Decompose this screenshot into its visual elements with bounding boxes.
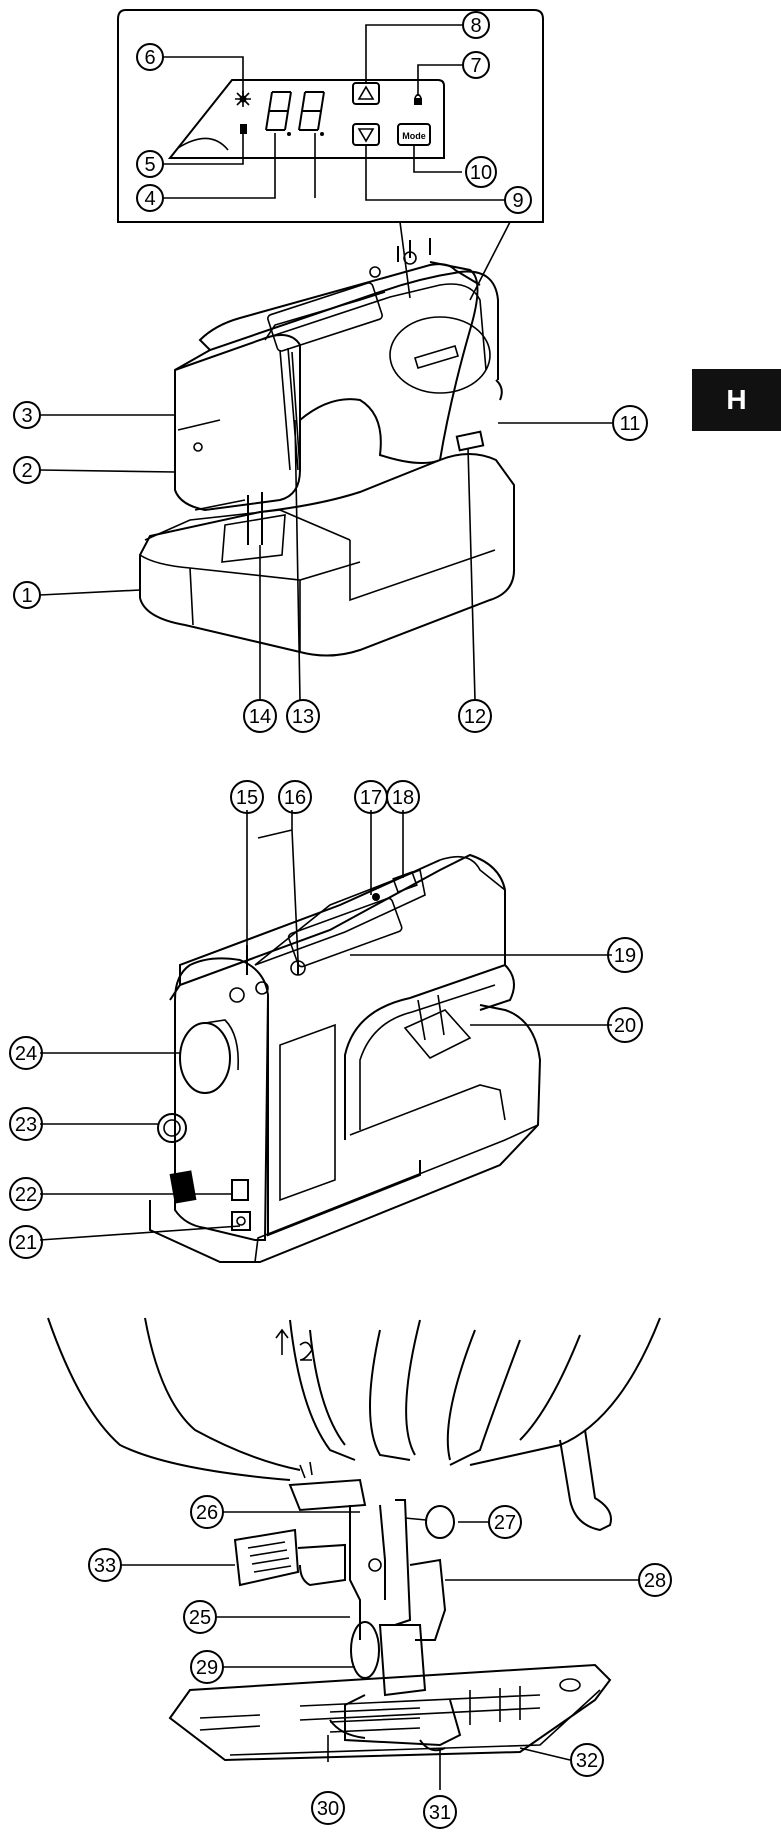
callout-16: 16: [278, 780, 312, 814]
svg-text:17: 17: [360, 787, 382, 809]
callout-26: 26: [190, 1495, 224, 1529]
svg-text:10: 10: [470, 162, 492, 184]
callout-20: 20: [607, 1007, 643, 1043]
callout-22: 22: [9, 1177, 43, 1211]
lock-icon: [414, 93, 422, 105]
presser-foot-detail: 26 27 33 28 25 29 32 30 31: [47, 1317, 672, 1829]
svg-text:25: 25: [189, 1607, 211, 1629]
callout-17: 17: [354, 780, 388, 814]
svg-text:29: 29: [196, 1657, 218, 1679]
base: [139, 453, 516, 657]
callout-27: 27: [488, 1505, 522, 1539]
svg-text:18: 18: [392, 787, 414, 809]
arm: [174, 390, 441, 512]
svg-text:21: 21: [15, 1232, 37, 1254]
inset-frame: [117, 9, 544, 223]
callout-4: 4: [136, 184, 164, 212]
svg-text:2: 2: [21, 460, 32, 482]
callout-31: 31: [423, 1795, 457, 1829]
svg-text:20: 20: [614, 1015, 636, 1037]
svg-text:26: 26: [196, 1502, 218, 1524]
panel-curve: [177, 137, 229, 151]
callout-2: 2: [13, 456, 41, 484]
callout-18: 18: [386, 780, 420, 814]
presser-foot-icon: [240, 124, 247, 134]
callout-3: 3: [13, 401, 41, 429]
seven-segment-display: [265, 91, 325, 136]
callout-1: 1: [13, 581, 41, 609]
callout-7: 7: [462, 51, 490, 79]
svg-text:15: 15: [236, 787, 258, 809]
hand-wheel: [179, 1022, 231, 1094]
callout-14: 14: [243, 699, 277, 733]
callout-5: 5: [136, 150, 164, 178]
svg-text:33: 33: [94, 1555, 116, 1577]
svg-text:6: 6: [144, 47, 155, 69]
panel-face: [167, 79, 445, 159]
svg-text:16: 16: [284, 787, 306, 809]
svg-text:5: 5: [144, 154, 155, 176]
callout-29: 29: [190, 1650, 224, 1684]
start-stop-button: [455, 430, 485, 452]
up-button[interactable]: [352, 82, 380, 105]
callout-13: 13: [286, 699, 320, 733]
callout-23: 23: [9, 1107, 43, 1141]
svg-text:11: 11: [620, 413, 641, 435]
rear-base: [149, 1004, 542, 1263]
down-button[interactable]: [352, 123, 380, 146]
svg-text:12: 12: [464, 706, 486, 728]
svg-text:1: 1: [21, 585, 32, 607]
svg-text:8: 8: [470, 15, 481, 37]
callout-9: 9: [504, 186, 532, 214]
callout-32: 32: [570, 1743, 604, 1777]
svg-text:31: 31: [429, 1802, 451, 1824]
section-tab-label: H: [726, 384, 747, 415]
svg-text:19: 19: [614, 945, 636, 967]
mode-button-label: Mode: [402, 131, 426, 141]
svg-text:13: 13: [292, 706, 314, 728]
svg-text:7: 7: [470, 55, 481, 77]
section-tab: H: [692, 369, 781, 431]
callout-28: 28: [638, 1563, 672, 1597]
callout-10: 10: [465, 156, 497, 188]
callout-11: 11: [612, 405, 648, 441]
svg-text:4: 4: [144, 188, 155, 210]
svg-text:23: 23: [15, 1114, 37, 1136]
callout-21: 21: [9, 1225, 43, 1259]
callout-15: 15: [230, 780, 264, 814]
callout-8: 8: [462, 11, 490, 39]
callout-25: 25: [183, 1600, 217, 1634]
zoom-lines: [399, 221, 511, 301]
svg-text:24: 24: [15, 1043, 37, 1065]
sun-icon: [235, 91, 251, 107]
callout-19: 19: [607, 937, 643, 973]
control-panel-inset: Mode 6 5 4 8 7 10 9: [117, 9, 544, 223]
machine-rear-view: 15 16 17 18 19 20 24 23 22 21: [9, 780, 643, 1263]
svg-text:9: 9: [512, 190, 523, 212]
svg-text:32: 32: [576, 1750, 598, 1772]
svg-text:28: 28: [644, 1570, 666, 1592]
machine-front-view: 3 2 1 11 14 13 12: [13, 238, 648, 733]
svg-text:22: 22: [15, 1184, 37, 1206]
svg-text:3: 3: [21, 405, 32, 427]
callout-24: 24: [9, 1036, 43, 1070]
svg-text:27: 27: [494, 1512, 516, 1534]
svg-text:30: 30: [317, 1798, 339, 1820]
callout-30: 30: [311, 1791, 345, 1825]
svg-text:14: 14: [249, 706, 271, 728]
callout-12: 12: [458, 699, 492, 733]
mode-button[interactable]: Mode: [397, 123, 431, 146]
callout-6: 6: [136, 43, 164, 71]
callout-33: 33: [88, 1548, 122, 1582]
